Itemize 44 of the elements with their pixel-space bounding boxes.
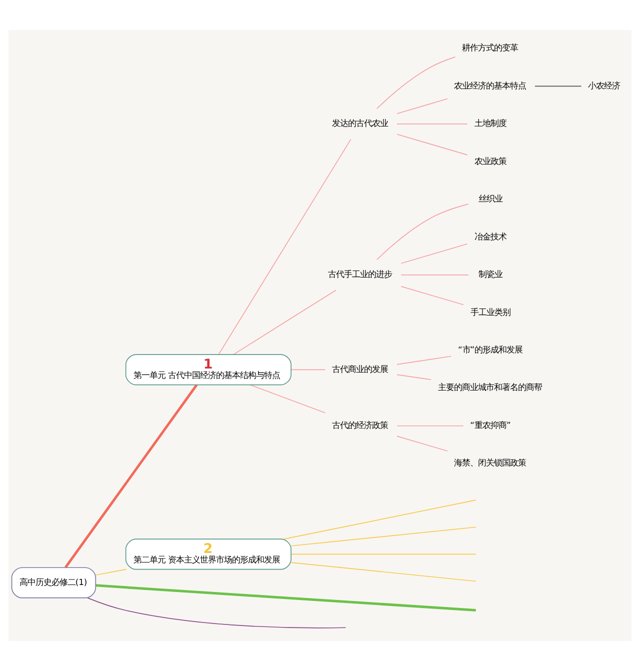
- connector: [396, 374, 432, 380]
- connector: [290, 526, 476, 546]
- node-box: 2 第二单元 资本主义世界市场的形成和发展: [125, 538, 292, 570]
- node-text: 小农经济: [588, 80, 620, 90]
- connector: [283, 500, 476, 540]
- node-text: 古代商业的发展: [332, 364, 388, 374]
- connector: [233, 290, 336, 355]
- connector: [400, 286, 464, 306]
- connector: [250, 384, 326, 414]
- node-text: 丝织业: [478, 194, 503, 204]
- connector: [534, 86, 582, 87]
- connector: [290, 554, 476, 555]
- node-box: 1 第一单元 古代中国经济的基本结构与特点: [125, 354, 292, 386]
- node-text: 主要的商业城市和著名的商帮: [438, 382, 542, 392]
- connector: [396, 425, 464, 426]
- node-text: “重农抑商”: [470, 420, 511, 430]
- node-text: 耕作方式的变革: [462, 42, 518, 53]
- node-text: 农业政策: [474, 156, 506, 166]
- node-text: 制瓷业: [478, 269, 503, 279]
- connector: [290, 562, 476, 582]
- connector: [376, 56, 456, 110]
- node-text: 土地制度: [474, 118, 506, 128]
- node-text: 海禁、闭关锁国政策: [454, 458, 526, 468]
- node-text: 冶金技术: [474, 231, 506, 242]
- connector: [96, 568, 127, 576]
- node-text: 农业经济的基本特点: [454, 80, 526, 90]
- connector: [400, 243, 468, 264]
- connector: [218, 138, 352, 355]
- connector: [396, 134, 468, 156]
- connector: [376, 204, 469, 260]
- connector: [400, 274, 469, 276]
- node-box: 高中历史必修二(1): [11, 567, 96, 598]
- connector: [96, 584, 476, 612]
- node-text: 古代手工业的进步: [328, 269, 392, 279]
- connector: [64, 384, 198, 568]
- connector: [396, 356, 452, 365]
- node-text: 发达的古代农业: [332, 118, 388, 128]
- node-text: 手工业类别: [470, 306, 511, 317]
- node-text: “市”的形成和发展: [458, 344, 523, 354]
- node-text: 古代的经济政策: [332, 420, 388, 430]
- connector: [87, 598, 346, 628]
- connector: [396, 98, 448, 114]
- connector: [396, 436, 448, 452]
- connector: [290, 369, 326, 370]
